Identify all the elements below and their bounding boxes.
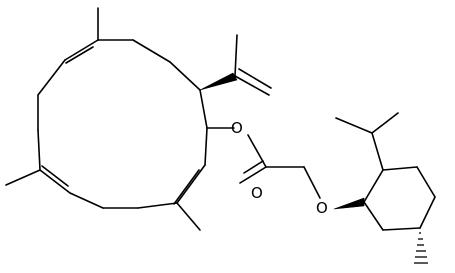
stereo-wedge-bond-ether <box>333 197 365 210</box>
menthyl-ring <box>363 166 436 231</box>
macrocycle-ring <box>37 39 208 209</box>
stereo-wedge-bond <box>199 72 238 91</box>
ester-oxygen-label: O <box>231 119 243 137</box>
ether-oxygen-label: O <box>316 199 328 217</box>
ring-methyl-groups <box>5 7 201 231</box>
carbonyl-oxygen-label: O <box>251 184 263 202</box>
stereo-hash-bond <box>414 232 428 264</box>
isopropyl-group <box>335 112 399 171</box>
isopropenyl-group <box>199 34 272 96</box>
carbonyl-group: O <box>239 160 267 202</box>
